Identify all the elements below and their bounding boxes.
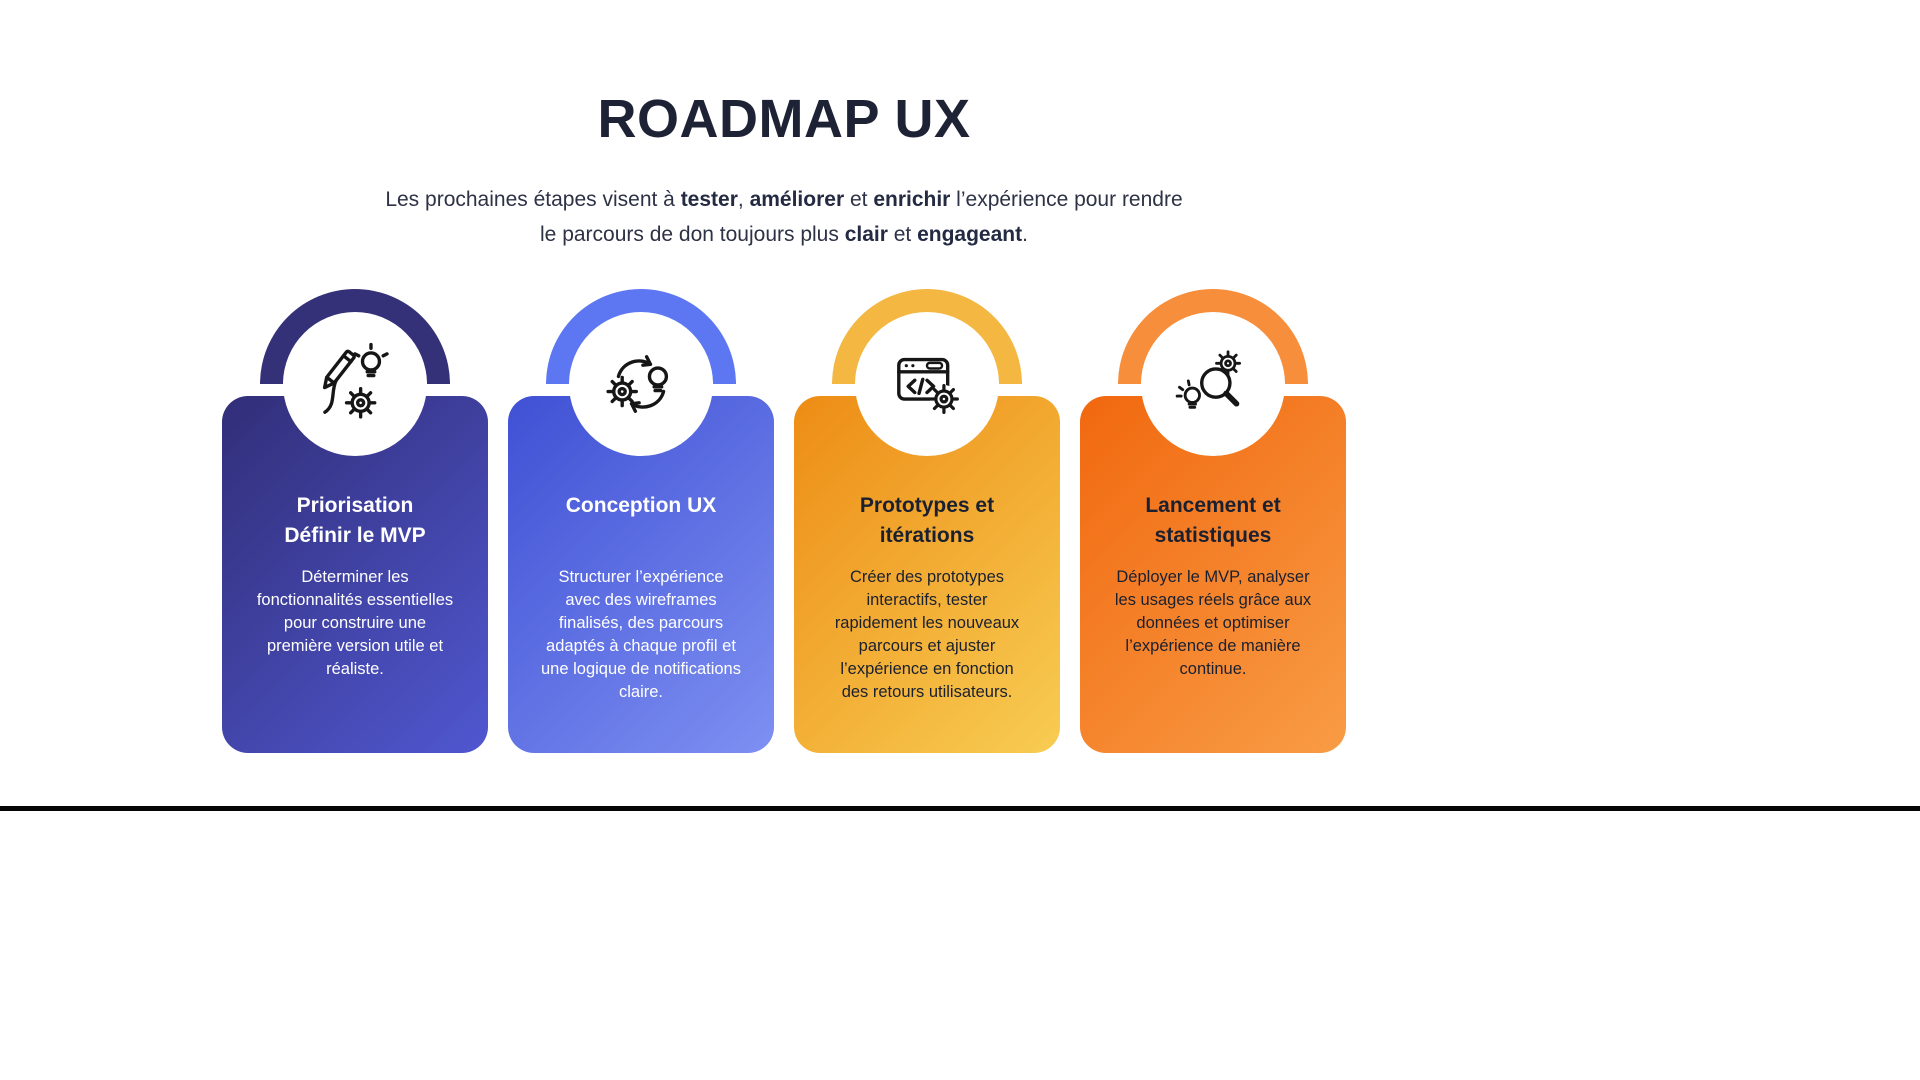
subtitle-text: Les prochaines étapes visent à bbox=[385, 188, 681, 211]
iteration-cycle-icon bbox=[606, 355, 669, 413]
card-description: Créer des prototypes interactifs, tester… bbox=[834, 568, 1020, 701]
roadmap-card-lancement-statistiques: Lancement et statistiques Déployer le MV… bbox=[1080, 289, 1346, 753]
subtitle-bold: améliorer bbox=[749, 188, 845, 211]
slide-content: ROADMAP UX Les prochaines étapes visent … bbox=[0, 89, 1568, 753]
subtitle-bold: enrichir bbox=[873, 188, 951, 211]
roadmap-card-priorisation: Priorisation Définir le MVP Déterminer l… bbox=[222, 289, 488, 753]
roadmap-cards: Priorisation Définir le MVP Déterminer l… bbox=[0, 289, 1568, 753]
subtitle-bold: engageant bbox=[917, 223, 1023, 246]
subtitle-bold: tester bbox=[680, 188, 738, 211]
card-icon-circle bbox=[283, 312, 427, 456]
subtitle-text: , bbox=[737, 188, 750, 211]
card-icon-circle bbox=[569, 312, 713, 456]
roadmap-card-prototypes-iterations: Prototypes et itérations Créer des proto… bbox=[794, 289, 1060, 753]
code-window-gear-icon bbox=[897, 357, 959, 415]
subtitle: Les prochaines étapes visent à tester, a… bbox=[0, 182, 1568, 252]
page-title: ROADMAP UX bbox=[597, 89, 971, 149]
card-icon-circle bbox=[1141, 312, 1285, 456]
subtitle-text: le parcours de don toujours plus bbox=[540, 223, 845, 246]
bottom-divider bbox=[0, 806, 1920, 811]
subtitle-text: et bbox=[887, 223, 918, 246]
subtitle-text: . bbox=[1022, 223, 1028, 246]
search-analytics-icon bbox=[1175, 350, 1241, 409]
subtitle-text: l’expérience pour rendre bbox=[950, 188, 1183, 211]
subtitle-bold: clair bbox=[844, 223, 888, 246]
card-description: Déployer le MVP, analyser les usages rée… bbox=[1114, 568, 1312, 678]
subtitle-text: et bbox=[844, 188, 874, 211]
card-icon-circle bbox=[855, 312, 999, 456]
card-description: Déterminer les fonctionnalités essentiel… bbox=[256, 568, 454, 678]
pencil-sketch-gear-icon bbox=[322, 342, 389, 419]
card-title: Lancement et statistiques bbox=[1145, 494, 1281, 547]
roadmap-card-conception-ux: Conception UX Structurer l’expérience av… bbox=[508, 289, 774, 753]
card-description: Structurer l’expérience avec des wirefra… bbox=[541, 568, 741, 701]
card-title: Conception UX bbox=[565, 494, 717, 517]
card-title: Priorisation Définir le MVP bbox=[284, 494, 426, 547]
card-title: Prototypes et itérations bbox=[859, 494, 995, 547]
